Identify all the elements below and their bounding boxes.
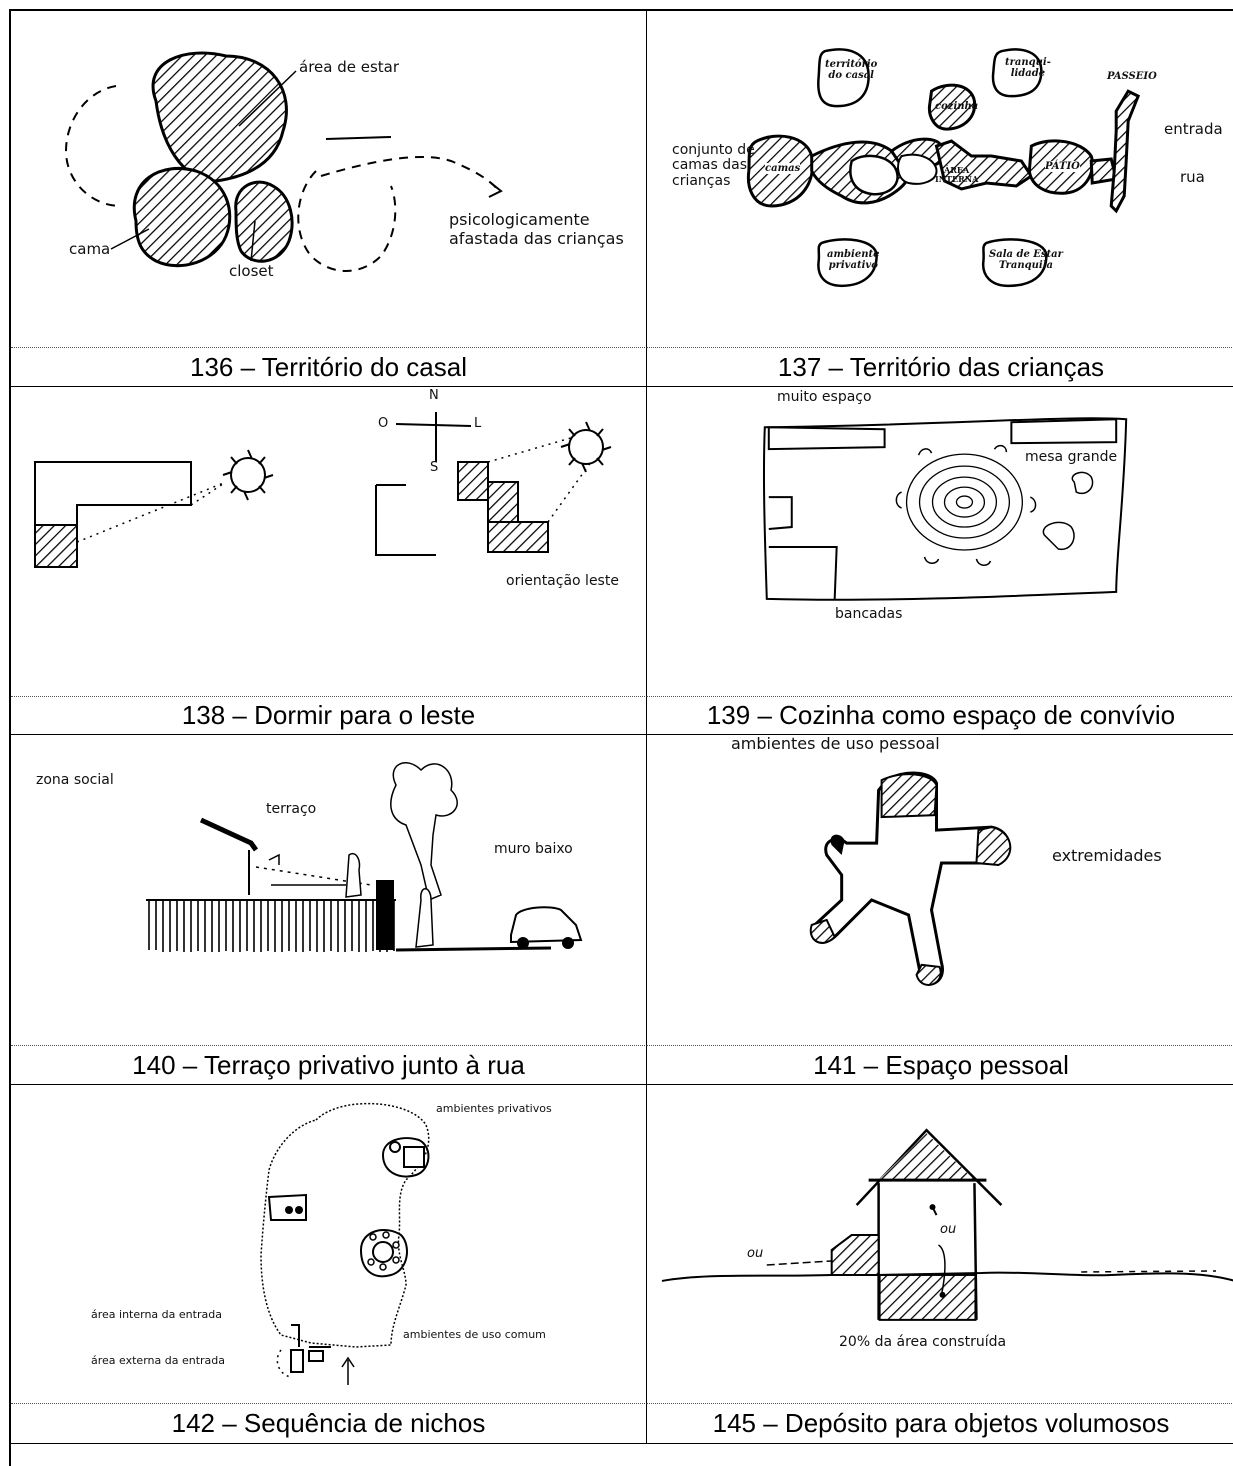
label-closet: closet [229, 262, 274, 280]
label-muito-espaco: muito espaço [777, 389, 872, 405]
label-bancadas: bancadas [835, 606, 903, 622]
figure-grid: área de estar cama closet psicologicamen… [9, 9, 1233, 1466]
label-cama: cama [69, 240, 111, 258]
figure-140: zona social terraço muro baixo [11, 735, 647, 1046]
label-tranquilidade: tranqui-lidade [1005, 57, 1051, 79]
label-conjunto-line1: conjunto de [672, 142, 755, 158]
sleep-east-sketch [34, 412, 612, 568]
figure-145: ou ou 20% da área construída [647, 1085, 1233, 1404]
label-area-de-estar: área de estar [299, 58, 400, 76]
label-ou-left: ou [747, 1246, 764, 1261]
caption-139: 139 – Cozinha como espaço de convívio [647, 697, 1233, 735]
label-extremidades: extremidades [1052, 846, 1162, 865]
figure-141: ambientes de uso pessoal extremidades [647, 735, 1233, 1046]
label-area-interna-entrada: área interna da entrada [91, 1308, 222, 1321]
label-east: L [474, 416, 482, 431]
caption-142: 142 – Sequência de nichos [11, 1404, 647, 1444]
label-passeio: PASSEIO [1107, 71, 1157, 82]
label-area-externa-entrada: área externa da entrada [91, 1354, 225, 1367]
label-zona-social: zona social [36, 772, 114, 788]
label-rua: rua [1180, 168, 1205, 186]
label-psicologicamente: psicologicamente [449, 210, 590, 229]
label-ambiente-line1: ambiente [827, 249, 880, 260]
label-tranqui-line1: tranqui- [1005, 57, 1051, 68]
label-ambientes-uso-pessoal: ambientes de uso pessoal [731, 735, 940, 753]
label-conjunto-line3: crianças [672, 172, 731, 189]
figure-136: área de estar cama closet psicologicamen… [11, 11, 647, 348]
caption-138: 138 – Dormir para o leste [11, 697, 647, 735]
label-orientacao-leste: orientação leste [506, 573, 619, 589]
label-afastada: afastada das crianças [449, 229, 624, 248]
caption-145: 145 – Depósito para objetos volumosos [647, 1404, 1233, 1444]
label-territorio-line1: território [825, 59, 878, 70]
label-north: N [429, 388, 439, 403]
label-ou-center: ou [940, 1222, 957, 1238]
kitchen-sketch [762, 417, 1128, 601]
label-muro-baixo: muro baixo [494, 841, 573, 857]
couple-territory-sketch [64, 51, 503, 272]
private-terrace-sketch [146, 762, 583, 952]
caption-137: 137 – Território das crianças [647, 348, 1233, 387]
label-area-line1: ÁREA [944, 165, 970, 175]
label-patio: PÁTIO [1045, 161, 1080, 172]
caption-140: 140 – Terraço privativo junto à rua [11, 1046, 647, 1085]
label-west: O [378, 416, 389, 431]
figure-142: ambientes privativos área interna da ent… [11, 1085, 647, 1404]
label-entrada: entrada [1164, 120, 1223, 138]
label-area-line2: INTERNA [935, 173, 979, 184]
bulky-storage-sketch [661, 1128, 1233, 1321]
label-terraco: terraço [266, 801, 317, 817]
label-cozinha: cozinha [935, 101, 979, 112]
children-territory-sketch [746, 48, 1141, 288]
figure-138: N O L S orientação leste [11, 387, 647, 697]
label-vinte-porcento: 20% da área construída [839, 1334, 1007, 1350]
label-tranqui-line2: lidade [1010, 68, 1046, 79]
niche-sequence-sketch [260, 1102, 430, 1385]
figure-139: muito espaço mesa grande bancadas [647, 387, 1233, 697]
label-conjunto-line2: camas das [672, 157, 747, 174]
personal-space-sketch [809, 771, 1012, 986]
label-territorio-line2: do casal [828, 70, 874, 81]
label-ambiente-line2: privativo [828, 260, 878, 271]
label-ambientes-uso-comum: ambientes de uso comum [403, 1328, 546, 1341]
label-camas: camas [765, 163, 801, 174]
caption-141: 141 – Espaço pessoal [647, 1046, 1233, 1085]
caption-136: 136 – Território do casal [11, 348, 647, 387]
label-south: S [430, 460, 439, 475]
label-sala-line1: Sala de Estar [989, 249, 1063, 260]
label-sala-line2: Tranquila [998, 260, 1053, 271]
label-ambientes-privativos: ambientes privativos [436, 1102, 552, 1115]
label-mesa-grande: mesa grande [1025, 449, 1118, 466]
